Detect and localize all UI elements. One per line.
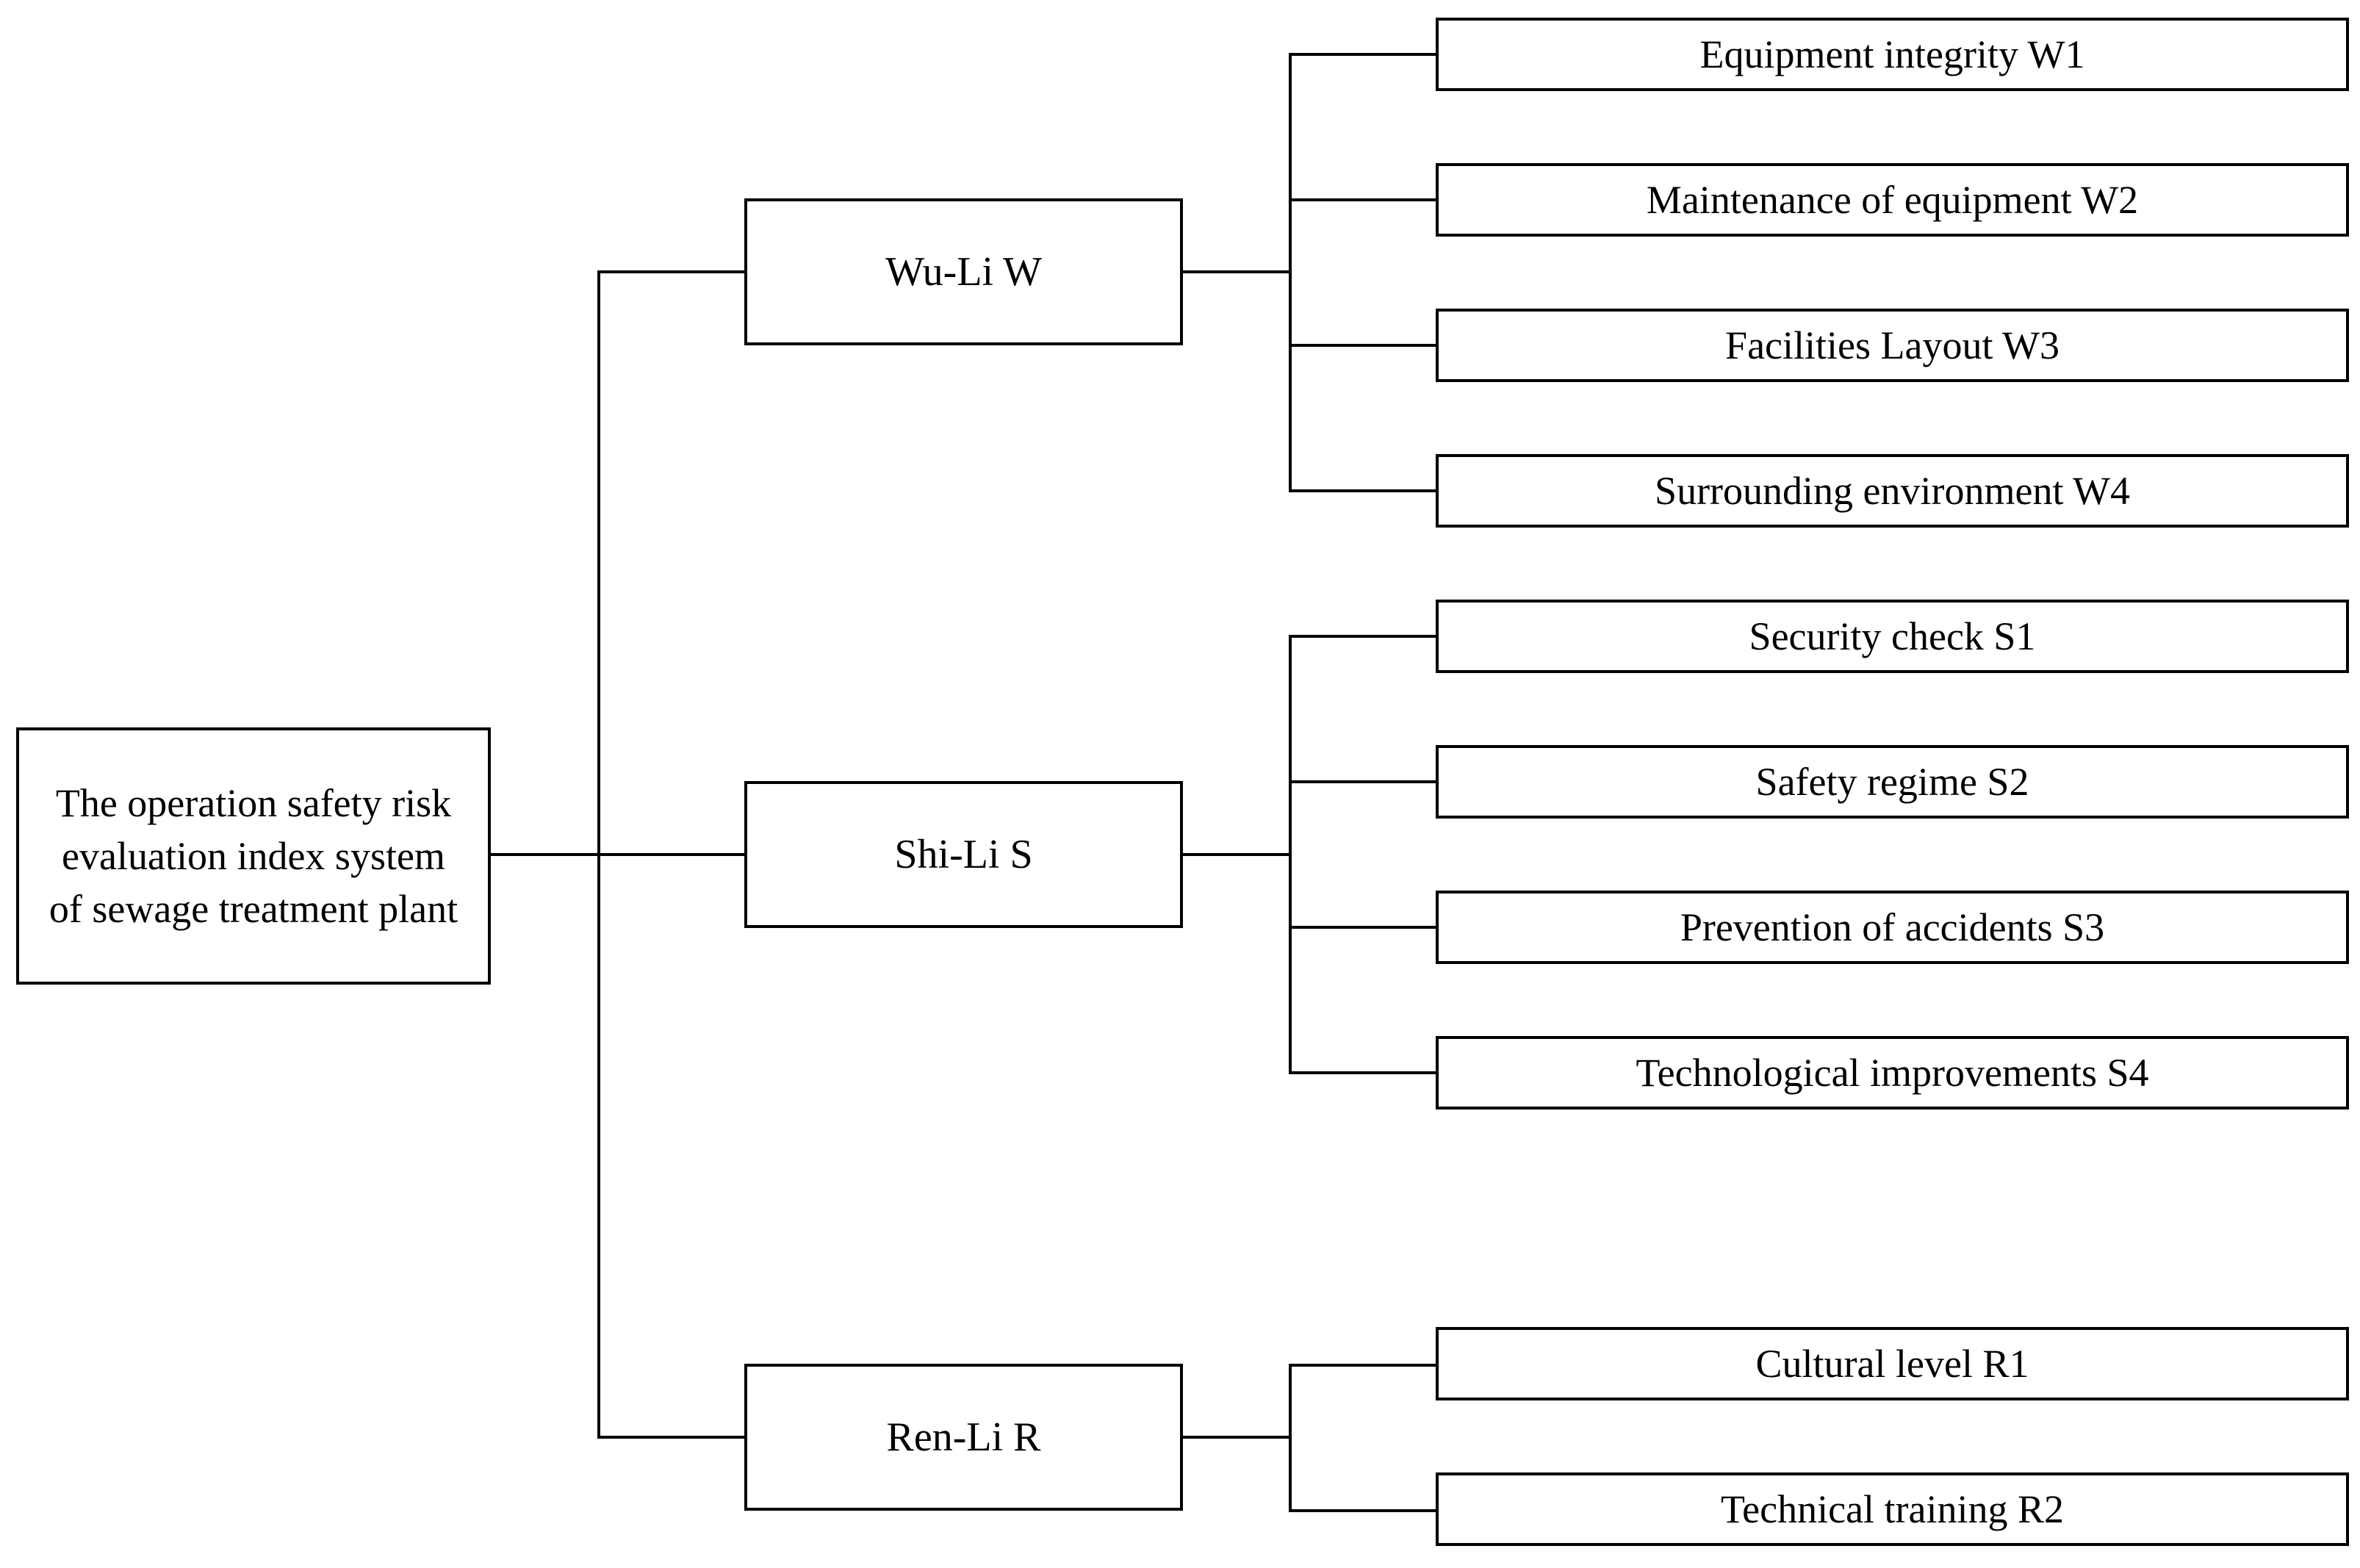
category-node-renli: Ren-Li R — [744, 1364, 1183, 1511]
category-label-renli: Ren-Li R — [886, 1414, 1041, 1460]
shili-leaf-connector-3 — [1289, 926, 1436, 929]
branch-connector-renli — [597, 1436, 744, 1439]
category-node-wuli: Wu-Li W — [744, 198, 1183, 345]
leaf-node-w4: Surrounding environment W4 — [1436, 454, 2349, 528]
shili-out-connector — [1183, 853, 1292, 856]
leaf-label-w2: Maintenance of equipment W2 — [1646, 178, 2139, 222]
leaf-label-s1: Security check S1 — [1749, 614, 2036, 658]
leaf-label-s2: Safety regime S2 — [1755, 760, 2029, 804]
leaf-node-s4: Technological improvements S4 — [1436, 1036, 2349, 1110]
wuli-leaf-connector-3 — [1289, 344, 1436, 347]
wuli-leaf-connector-4 — [1289, 489, 1436, 492]
renli-out-connector — [1183, 1436, 1292, 1439]
wuli-leaf-connector-1 — [1289, 53, 1436, 56]
shili-leaf-connector-4 — [1289, 1071, 1436, 1074]
leaf-node-s3: Prevention of accidents S3 — [1436, 891, 2349, 964]
root-label-line-2: evaluation index system — [62, 834, 445, 878]
renli-leaf-connector-1 — [1289, 1364, 1436, 1367]
wuli-leaf-connector-2 — [1289, 198, 1436, 201]
leaf-node-s1: Security check S1 — [1436, 600, 2349, 673]
shili-leaf-connector-1 — [1289, 635, 1436, 638]
leaf-node-r1: Cultural level R1 — [1436, 1327, 2349, 1400]
leaf-label-s4: Technological improvements S4 — [1636, 1051, 2149, 1095]
wuli-out-connector — [1183, 270, 1292, 273]
shili-trunk — [1289, 635, 1292, 1074]
leaf-node-w2: Maintenance of equipment W2 — [1436, 163, 2349, 237]
leaf-label-s3: Prevention of accidents S3 — [1680, 905, 2105, 949]
renli-trunk — [1289, 1364, 1292, 1512]
root-label-line-3: of sewage treatment plant — [48, 887, 458, 931]
leaf-label-r1: Cultural level R1 — [1755, 1342, 2029, 1386]
leaf-node-w1: Equipment integrity W1 — [1436, 18, 2349, 91]
shili-leaf-connector-2 — [1289, 780, 1436, 783]
wuli-trunk — [1289, 53, 1292, 492]
category-label-wuli: Wu-Li W — [885, 249, 1042, 295]
leaf-label-w3: Facilities Layout W3 — [1725, 323, 2059, 367]
leaf-node-w3: Facilities Layout W3 — [1436, 309, 2349, 382]
leaf-node-s2: Safety regime S2 — [1436, 745, 2349, 819]
leaf-label-w1: Equipment integrity W1 — [1699, 32, 2085, 76]
leaf-label-w4: Surrounding environment W4 — [1655, 469, 2130, 513]
root-node: The operation safety risk evaluation ind… — [16, 727, 491, 985]
root-connector — [491, 853, 599, 856]
category-node-shili: Shi-Li S — [744, 781, 1183, 928]
root-label-line-1: The operation safety risk — [55, 781, 452, 825]
renli-leaf-connector-2 — [1289, 1509, 1436, 1512]
category-label-shili: Shi-Li S — [894, 832, 1033, 877]
leaf-label-r2: Technical training R2 — [1720, 1487, 2065, 1531]
leaf-node-r2: Technical training R2 — [1436, 1472, 2349, 1546]
root-label: The operation safety risk evaluation ind… — [49, 777, 458, 935]
branch-connector-shili — [597, 853, 744, 856]
branch-connector-wuli — [597, 270, 744, 273]
